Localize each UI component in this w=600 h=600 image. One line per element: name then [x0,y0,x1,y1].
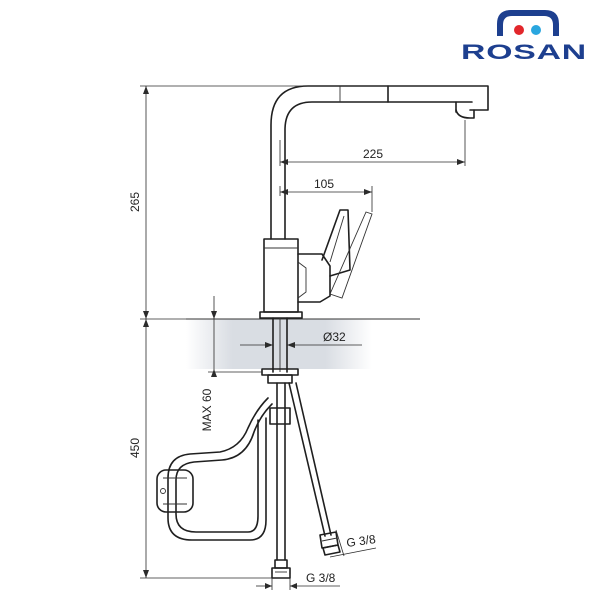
dim-225-label: 225 [363,147,383,161]
dimension-spout-reach: 225 [279,120,466,166]
dimension-handle-offset: 105 [279,177,373,212]
dimension-thread-left: G 3/8 [256,571,340,590]
dimension-max-thickness: MAX 60 [200,296,262,431]
logo-red-dot-icon [514,25,524,35]
dim-thread-right-label: G 3/8 [345,532,376,550]
dim-105-label: 105 [314,177,334,191]
logo-wordmark: ROSAN [461,41,587,64]
dim-450-label: 450 [128,438,142,458]
dimension-height-above: 265 [128,85,488,320]
dimension-diameter: Ø32 [240,330,362,348]
dimension-height-below: 450 [128,319,272,579]
dim-265-label: 265 [128,192,142,212]
dimension-thread-right: G 3/8 [329,529,377,558]
logo-arch-icon [497,10,559,36]
countertop-section [186,319,372,369]
brand-logo: ROSAN [461,10,587,64]
dim-thread-left-label: G 3/8 [306,571,336,585]
hose-counterweight [156,469,194,513]
logo-cyan-dot-icon [531,25,541,35]
supply-hoses [156,382,341,579]
faucet-body [259,85,489,319]
dim-diameter-label: Ø32 [323,330,346,344]
dim-max60-label: MAX 60 [200,388,214,431]
